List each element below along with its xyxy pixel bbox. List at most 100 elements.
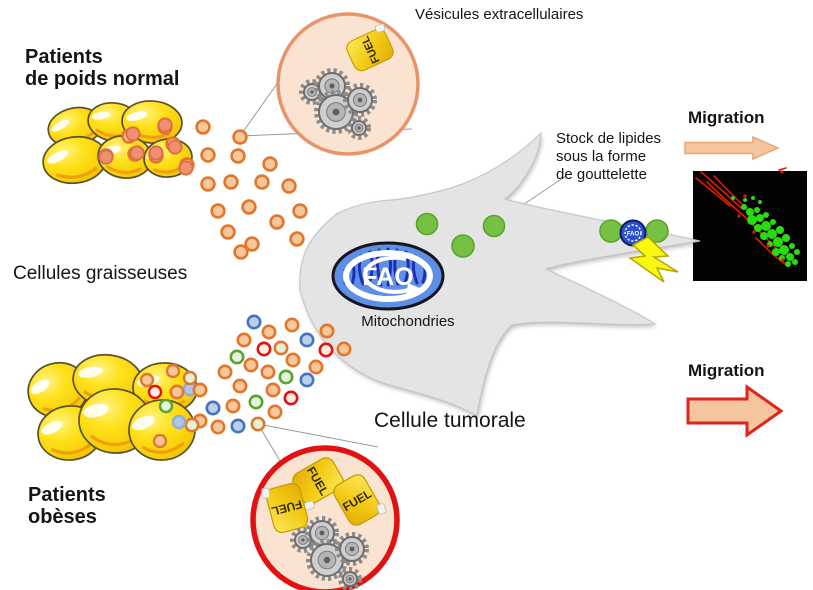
vesicle-dot (129, 145, 145, 161)
migration-arrow-top-outline (684, 135, 780, 161)
vesicle-dot (139, 372, 155, 388)
vesicle-dot (299, 332, 315, 348)
small-fao-ring-icon (624, 224, 642, 242)
vesicle-dot (217, 364, 233, 380)
vesicle-dot (246, 314, 262, 330)
vesicle-dot (210, 203, 226, 219)
fat-cells-label: Cellules graisseuses (13, 263, 188, 284)
vesicle-dot (250, 416, 266, 432)
vesicle-dot (261, 324, 277, 340)
vesicle-dot (200, 147, 216, 163)
fuel-barrel-icon: FUEL (261, 482, 309, 534)
vesicles-label: Vésicules extracellulaires (415, 6, 584, 23)
inset-border-normal (276, 12, 420, 156)
vesicle-dot (157, 117, 173, 133)
vesicle-dot (244, 236, 260, 252)
vesicle-dot (232, 129, 248, 145)
vesicle-dot (273, 340, 289, 356)
vesicle-dot (125, 126, 141, 142)
vesicle-dot (230, 418, 246, 434)
vesicle-dot (147, 384, 163, 400)
mitochondrion-outline (331, 241, 445, 311)
vesicle-dot (299, 372, 315, 388)
vesicle-dot (248, 394, 264, 410)
gear-icon (305, 516, 339, 550)
vesicle-dot (308, 359, 324, 375)
migration-top-label: Migration (688, 108, 765, 127)
vesicle-dot (260, 364, 276, 380)
gears-normal (299, 68, 377, 140)
vesicle-dot (232, 378, 248, 394)
tumor-cell-body (299, 133, 700, 416)
migration-arrow-bottom-outline (686, 384, 784, 438)
vesicle-dot (178, 160, 194, 176)
vesicle-dot (165, 363, 181, 379)
vesicle-dot (292, 203, 308, 219)
vesicle-dot (267, 404, 283, 420)
fao-label: FAO (362, 263, 413, 291)
inset-border-obese (250, 445, 400, 590)
vesicle-dot (171, 414, 187, 430)
vesicle-dot (289, 231, 305, 247)
tumor-cell: FAO FAO (299, 131, 701, 417)
red-specks (737, 170, 785, 262)
fuel-barrel-icon: FUEL (346, 23, 394, 72)
migration-arrow-bottom (686, 384, 784, 438)
fao-cycle-arrow-icon (363, 255, 415, 294)
tumor-cell-label: Cellule tumorale (374, 409, 526, 432)
vesicle-dot (256, 341, 272, 357)
fuel-barrels-normal: FUEL (346, 23, 394, 72)
vesicle-dot (285, 352, 301, 368)
vesicle-dot (230, 148, 246, 164)
gear-icon (343, 83, 377, 117)
green-cell-cluster (731, 196, 800, 267)
vesicle-dot (220, 224, 236, 240)
vesicle-stream-normal (98, 119, 308, 260)
vesicle-dot (262, 156, 278, 172)
vesicle-dot (281, 178, 297, 194)
vesicle-dot (319, 323, 335, 339)
vesicle-dot (278, 369, 294, 385)
gear-icon (314, 68, 350, 104)
vesicle-budding-normal (98, 117, 194, 176)
vesicle-dot (182, 370, 198, 386)
fluorescence-microscopy-image (693, 167, 807, 281)
vesicle-dot (225, 398, 241, 414)
lightning-icon (630, 237, 678, 282)
gear-icon (338, 567, 362, 590)
fuel-barrel-icon: FUEL (292, 457, 344, 511)
vesicle-dot (229, 349, 245, 365)
vesicle-dot (210, 419, 226, 435)
lipid-droplet (415, 212, 439, 236)
vesicle-dot (152, 433, 168, 449)
patients-obese-label: Patients obèses (28, 484, 106, 529)
vesicle-budding-obese (139, 363, 198, 449)
vesicle-dot (254, 174, 270, 190)
vesicle-inset-normal: FUEL (276, 12, 420, 156)
vesicle-dot (200, 176, 216, 192)
vesicle-dot (236, 332, 252, 348)
fao-label-small: FAO (627, 232, 640, 238)
vesicle-dot (167, 139, 183, 155)
mitochondrion-white-ring (343, 250, 433, 302)
vesicle-dot (241, 199, 257, 215)
gear-icon (335, 532, 369, 566)
vesicle-dot (318, 342, 334, 358)
fat-cell (42, 135, 108, 185)
vesicle-stream-obese (169, 314, 352, 435)
vesicle-dot (284, 317, 300, 333)
vesicle-dot (184, 417, 200, 433)
vesicle-dot (98, 149, 114, 165)
vesicle-dot (169, 384, 185, 400)
vesicle-dot (265, 382, 281, 398)
vesicle-dot (223, 174, 239, 190)
lipid-droplet (451, 234, 475, 258)
patients-normal-label: Patients de poids normal (25, 46, 180, 91)
lightning-outline (628, 236, 679, 283)
lipid-stock-label: Stock de lipides sous la forme de goutte… (556, 130, 662, 183)
migration-arrow-top (684, 135, 780, 161)
